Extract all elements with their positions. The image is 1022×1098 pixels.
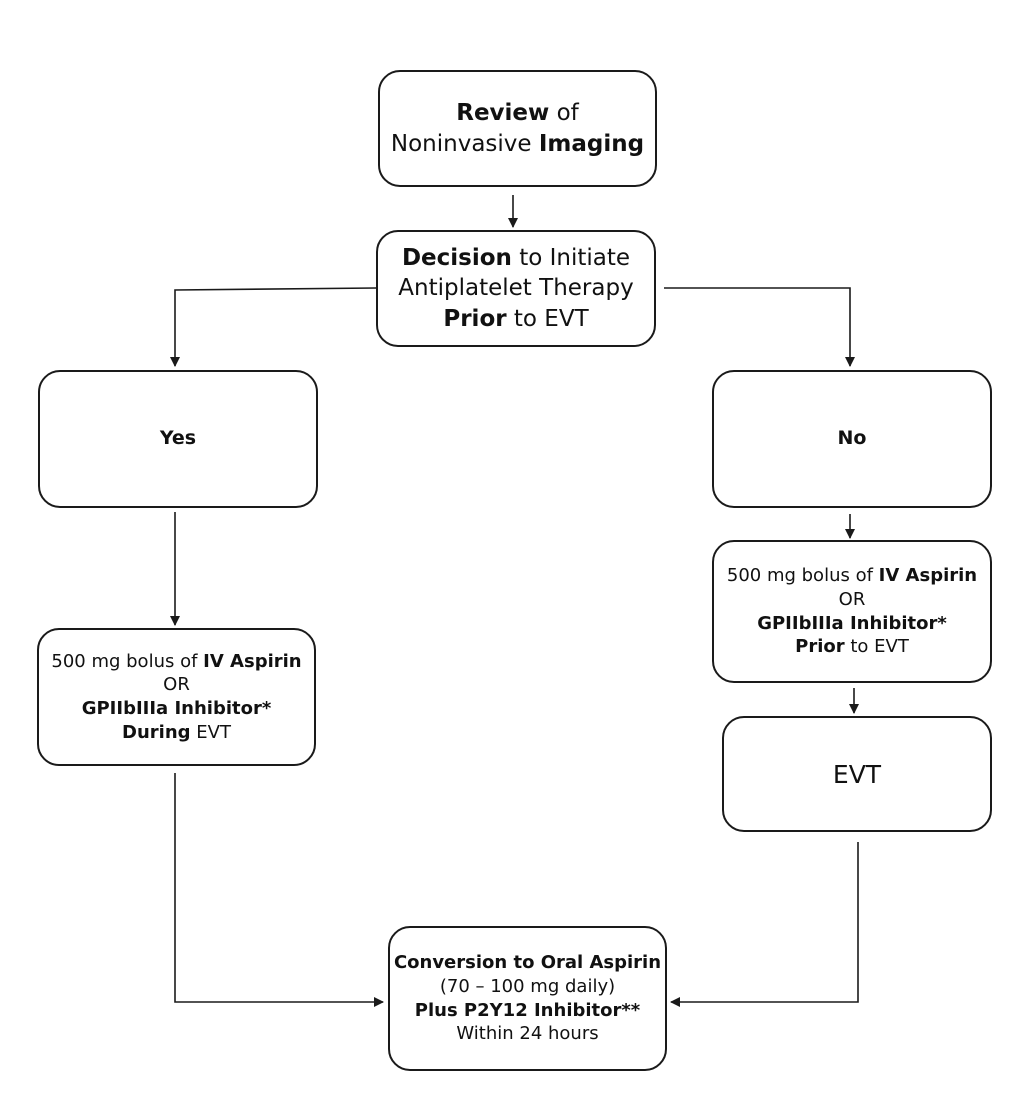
no-treatment-prior: Prior [795, 636, 845, 658]
decision-to-evt: to EVT [506, 305, 589, 332]
conversion-oral-aspirin: Conversion to Oral Aspirin [393, 952, 662, 973]
yes-label: Yes [159, 427, 197, 450]
yes-treatment-bolus: 500 mg bolus of [51, 650, 204, 672]
decision-bold: Decision [401, 244, 512, 271]
yes-box: Yes [38, 370, 318, 508]
review-noninvasive: Noninvasive [390, 130, 539, 157]
review-imaging-box: Review of Noninvasive Imaging [378, 70, 657, 187]
arrow-decision-to-yes [170, 287, 377, 367]
no-treatment-gp-inhibitor: GPIIbIIIa Inhibitor* [757, 612, 947, 634]
decision-initiate: to Initiate [511, 244, 631, 271]
review-imaging: Imaging [538, 130, 645, 157]
evt-box: EVT [722, 716, 992, 832]
conversion-p2y12: Plus P2Y12 Inhibitor** [414, 999, 641, 1021]
yes-treatment-during: During [122, 721, 191, 743]
conversion-dose: (70 – 100 mg daily) [439, 975, 616, 997]
evt-label: EVT [832, 759, 882, 789]
no-treatment-to-evt: to EVT [844, 636, 909, 658]
yes-treatment-gp-inhibitor: GPIIbIIIa Inhibitor* [81, 698, 272, 719]
decision-prior: Prior [443, 305, 507, 332]
arrow-evt-to-conversion [670, 842, 859, 1007]
conversion-within: Within 24 hours [456, 1023, 599, 1045]
no-treatment-iv-aspirin: IV Aspirin [878, 565, 978, 586]
yes-treatment-box: 500 mg bolus of IV Aspirin OR GPIIbIIIa … [37, 628, 316, 766]
no-label: No [837, 427, 867, 450]
no-treatment-or: OR [838, 588, 866, 610]
yes-treatment-or: OR [163, 674, 190, 696]
review-of: of [549, 100, 579, 127]
yes-treatment-evt: EVT [190, 721, 231, 743]
arrow-decision-to-no [664, 287, 855, 367]
decision-box: Decision to Initiate Antiplatelet Therap… [376, 230, 656, 347]
decision-therapy: Antiplatelet Therapy [398, 275, 634, 302]
arrow-yes-treatment-to-conversion [174, 773, 384, 1007]
review-bold: Review [456, 100, 550, 127]
no-treatment-bolus: 500 mg bolus of [726, 565, 879, 586]
yes-treatment-iv-aspirin: IV Aspirin [203, 650, 302, 672]
no-box: No [712, 370, 992, 508]
no-treatment-box: 500 mg bolus of IV Aspirin OR GPIIbIIIa … [712, 540, 992, 683]
conversion-box: Conversion to Oral Aspirin (70 – 100 mg … [388, 926, 667, 1071]
